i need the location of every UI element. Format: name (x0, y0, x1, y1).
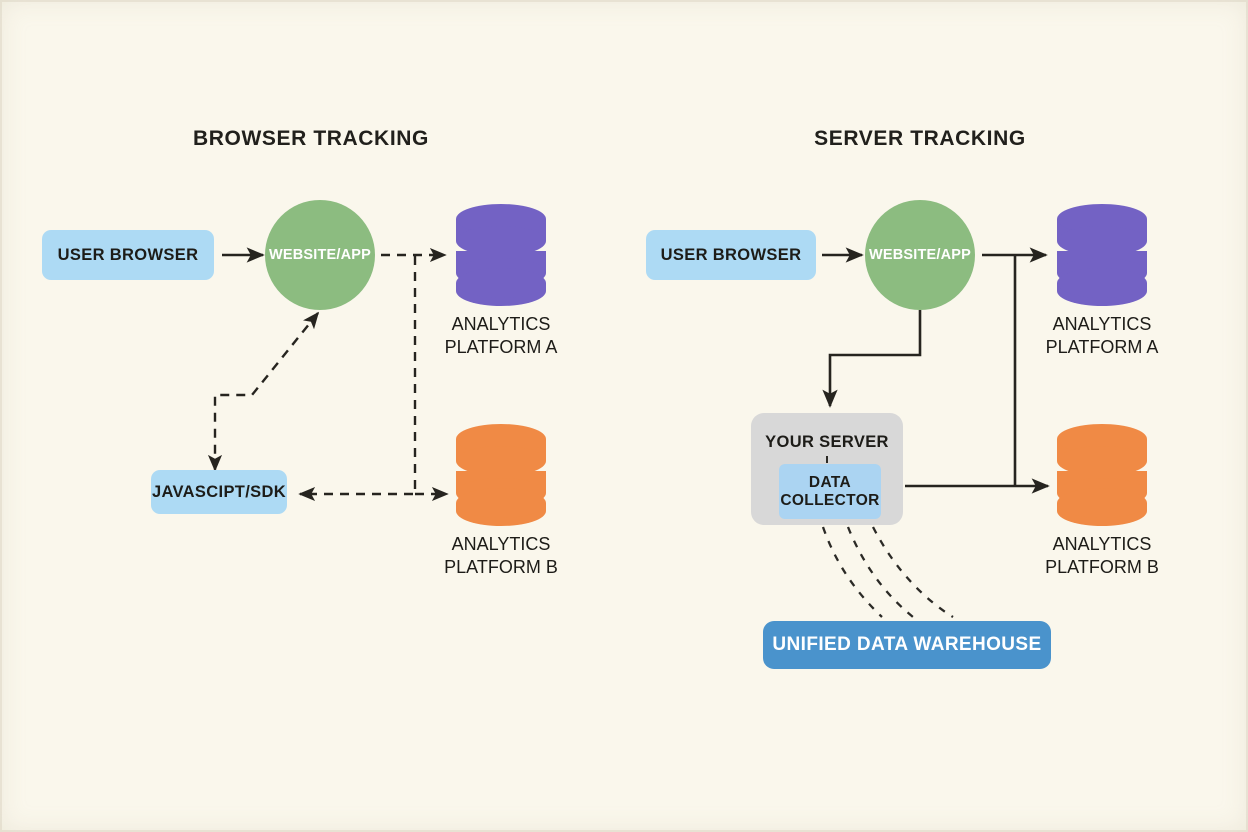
dashed-flow-warehouse-3 (871, 526, 954, 618)
data-collector-label-line1: DATA (808, 473, 852, 491)
section-title-browser-tracking: BROWSER TRACKING (193, 127, 429, 150)
analytics-platform-b-database-icon-left (454, 423, 548, 527)
analytics-platform-a-database-icon-right (1055, 203, 1149, 307)
website-app-circle-left[interactable]: WEBSITE/APP (265, 200, 375, 310)
analytics-platform-a-label-left: ANALYTICS PLATFORM A (444, 314, 558, 358)
javascript-sdk-box[interactable]: JAVASCIPT/SDK (151, 470, 287, 514)
analytics-platform-b-label-left: ANALYTICS PLATFORM B (444, 534, 558, 578)
collector-connector-tick (826, 456, 828, 463)
analytics-platform-b-database-icon-right (1055, 423, 1149, 527)
section-title-server-tracking: SERVER TRACKING (814, 127, 1026, 150)
unified-data-warehouse-bar[interactable]: UNIFIED DATA WAREHOUSE (763, 621, 1051, 669)
website-app-circle-right[interactable]: WEBSITE/APP (865, 200, 975, 310)
analytics-platform-b-label-right: ANALYTICS PLATFORM B (1045, 534, 1159, 578)
data-collector-box[interactable]: DATA COLLECTOR (779, 464, 881, 519)
analytics-platform-a-database-icon-left (454, 203, 548, 307)
user-browser-box-right[interactable]: USER BROWSER (646, 230, 816, 280)
your-server-panel[interactable]: YOUR SERVER DATA COLLECTOR (751, 413, 903, 525)
arrow-sdk-to-website (207, 311, 320, 472)
arrow-website-to-server (822, 310, 922, 408)
analytics-platform-a-label-right: ANALYTICS PLATFORM A (1045, 314, 1159, 358)
dashed-flow-warehouse-2 (846, 526, 914, 618)
user-browser-box-left[interactable]: USER BROWSER (42, 230, 214, 280)
dashed-flow-warehouse-1 (821, 526, 883, 618)
your-server-label: YOUR SERVER (765, 433, 889, 451)
data-collector-label-line2: COLLECTOR (780, 491, 880, 509)
